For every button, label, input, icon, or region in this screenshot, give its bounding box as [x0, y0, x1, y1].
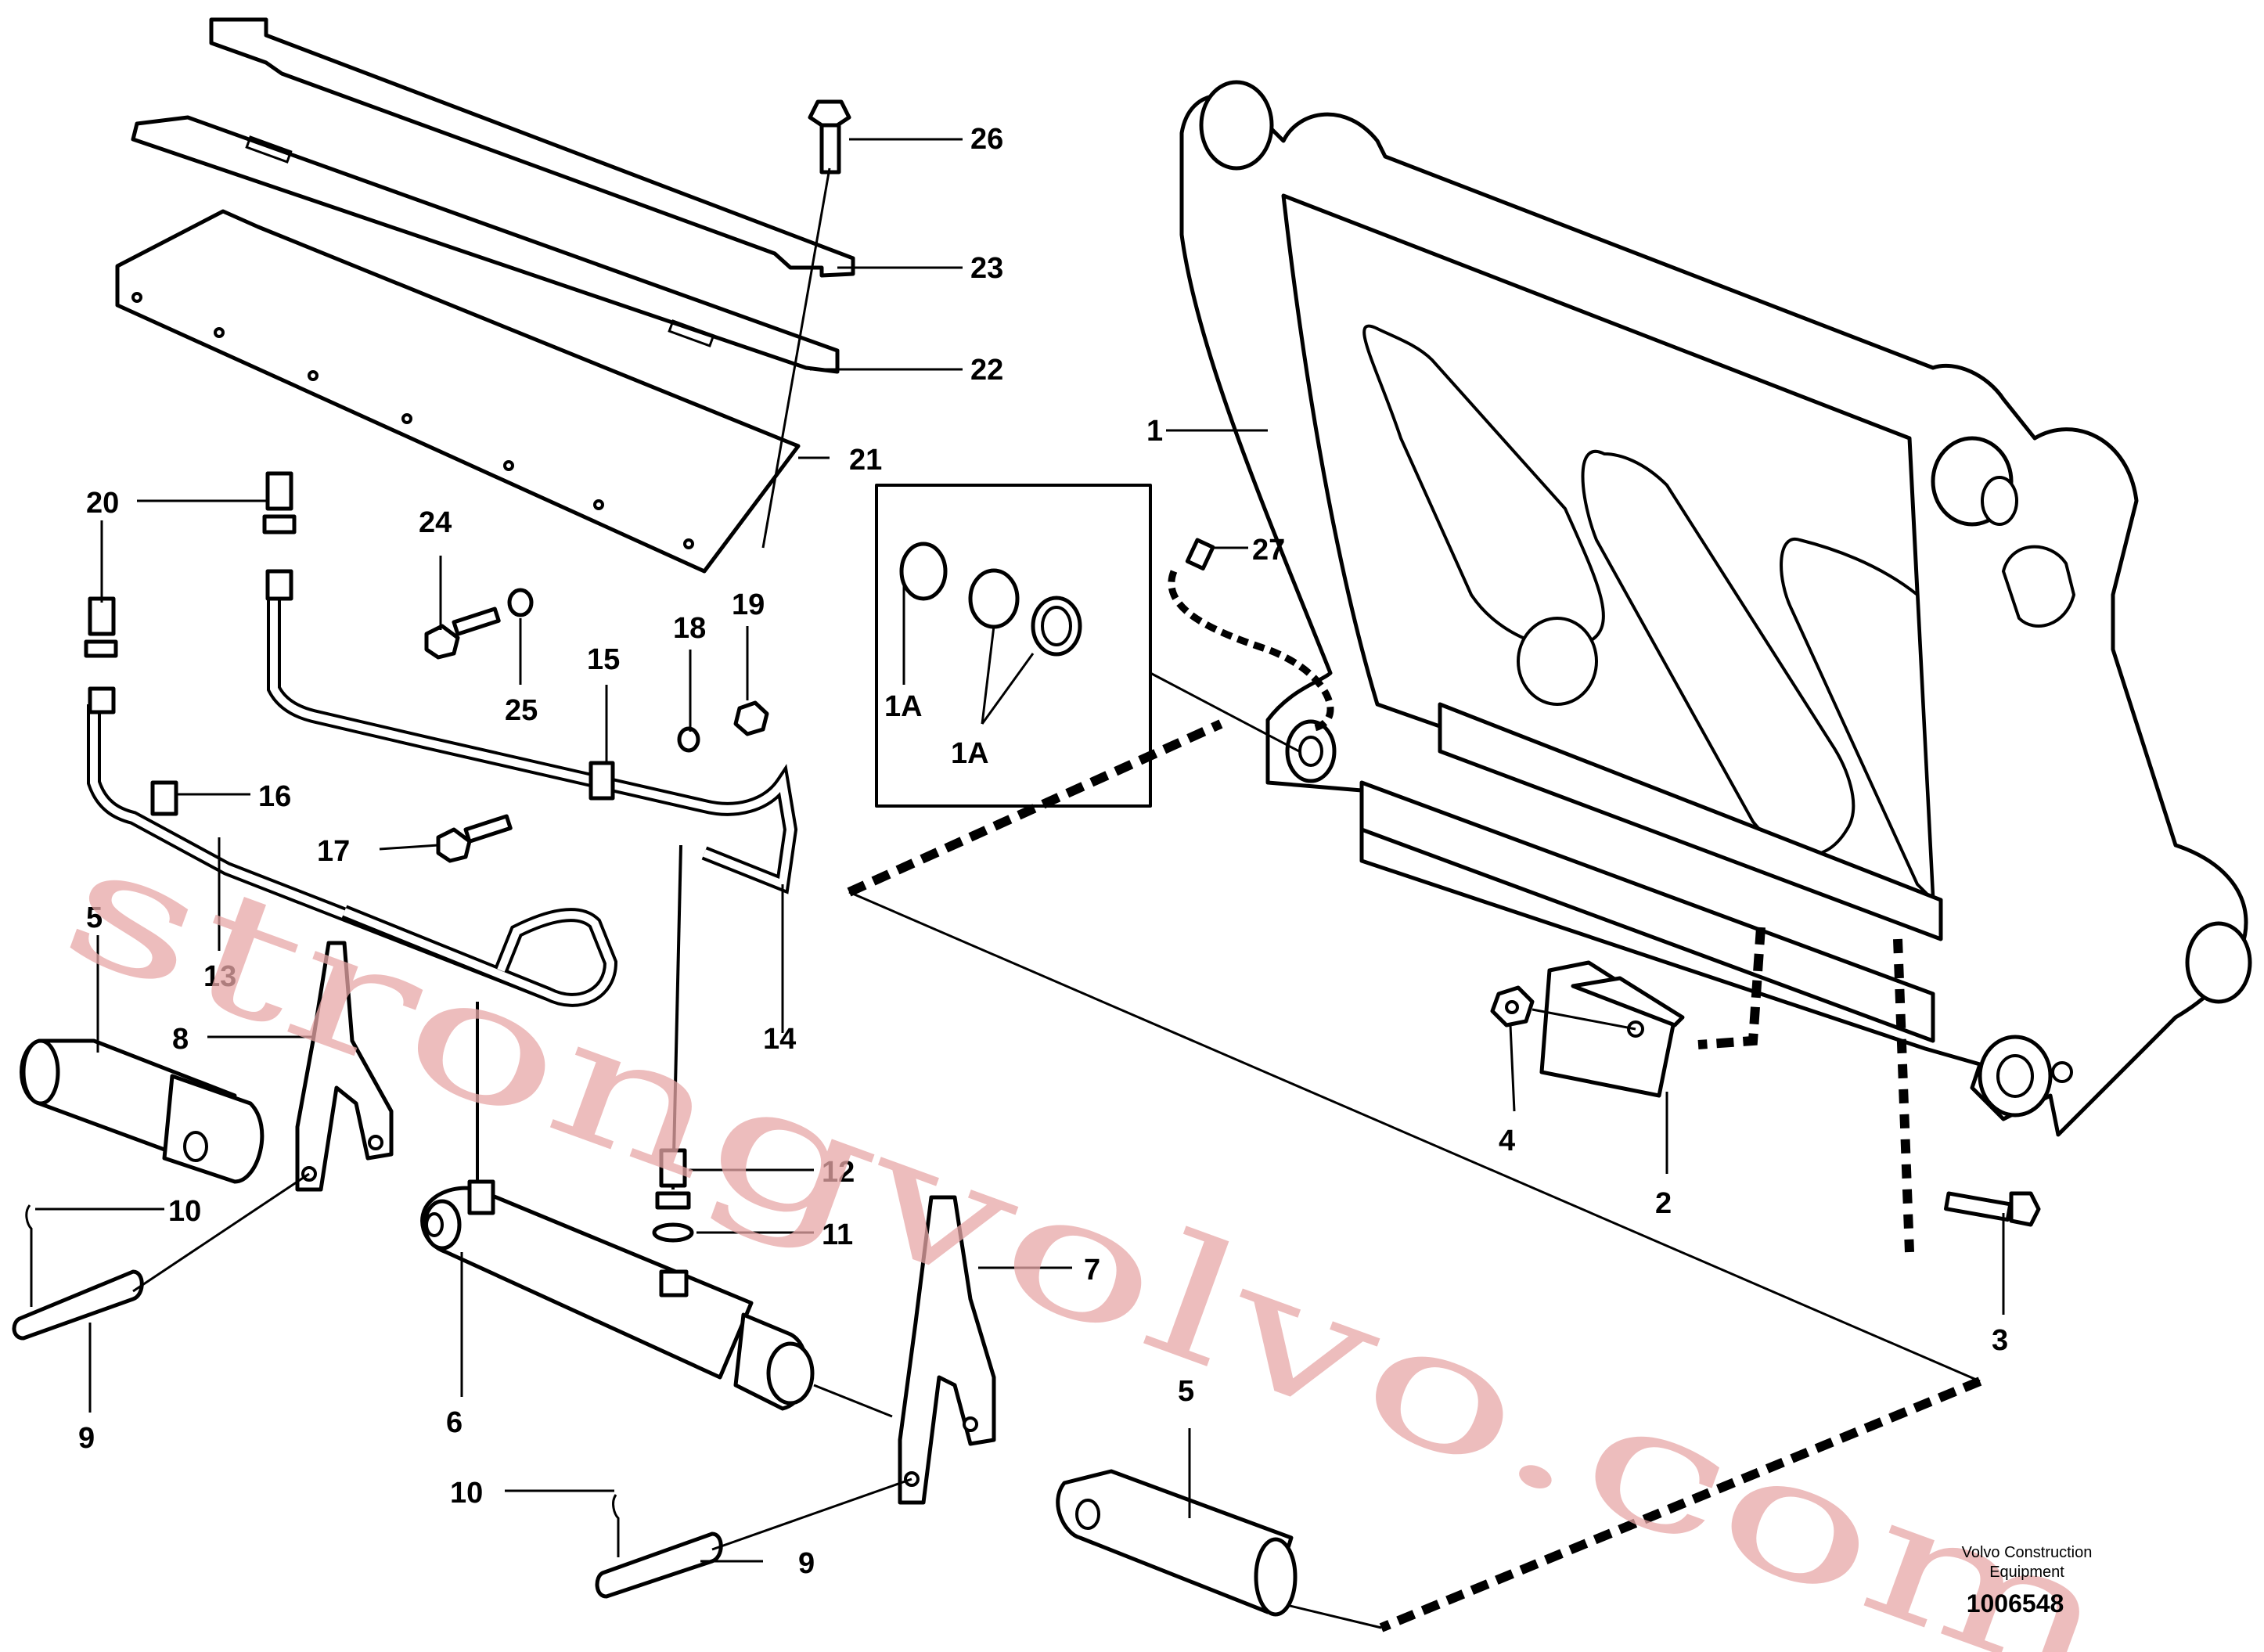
callout-1a-pair: 1A — [951, 737, 989, 770]
callout-27: 27 — [1252, 534, 1285, 567]
washer-25 — [507, 588, 534, 617]
plate-21 — [115, 209, 801, 574]
callout-23: 23 — [970, 252, 1003, 285]
callout-6: 6 — [446, 1406, 463, 1439]
callout-25: 25 — [505, 694, 538, 727]
callout-10-left: 10 — [168, 1195, 201, 1228]
callout-13: 13 — [203, 960, 236, 993]
lever-8 — [295, 941, 394, 1192]
callout-12: 12 — [822, 1156, 855, 1189]
washer-11 — [652, 1222, 694, 1243]
callout-14: 14 — [763, 1023, 796, 1056]
pin-5-bottom — [1056, 1469, 1298, 1617]
drawing-number: 1006548 — [1967, 1589, 2064, 1618]
main-frame-1 — [1179, 80, 2252, 1137]
bracket-2 — [1539, 960, 1685, 1098]
lever-7 — [898, 1195, 996, 1505]
bolt-24 — [424, 606, 501, 660]
callout-4: 4 — [1499, 1125, 1515, 1157]
callout-9-bottom: 9 — [798, 1547, 815, 1580]
fitting-12 — [655, 1148, 691, 1210]
callout-21: 21 — [849, 444, 882, 477]
fitting-20 — [84, 471, 297, 714]
plate-22 — [131, 115, 840, 374]
clamp-16 — [150, 780, 178, 816]
callout-15: 15 — [587, 643, 620, 676]
callout-8: 8 — [172, 1023, 189, 1056]
callout-2: 2 — [1655, 1187, 1672, 1220]
cotter-10-bottom — [612, 1494, 620, 1557]
grease-nipple-27 — [1168, 538, 1334, 732]
callout-10-bottom: 10 — [450, 1477, 483, 1510]
bolt-17 — [436, 814, 513, 863]
callout-24: 24 — [419, 506, 452, 539]
footer-brand-line1: Volvo Construction — [1962, 1544, 2093, 1561]
callouts: 26 23 22 21 1 27 1A 1A 20 24 25 15 18 19… — [78, 123, 2008, 1580]
callout-19: 19 — [732, 588, 765, 621]
callout-3: 3 — [1992, 1324, 2008, 1357]
callout-17: 17 — [317, 835, 350, 868]
callout-26: 26 — [970, 123, 1003, 156]
callout-1a-single: 1A — [884, 690, 923, 723]
washer-18 — [677, 726, 700, 753]
leader-lines — [35, 138, 2005, 1563]
dashed-outline — [847, 719, 1982, 1632]
detail-box — [875, 484, 1300, 808]
callout-16: 16 — [258, 780, 291, 813]
plate-23 — [209, 17, 855, 278]
callout-20: 20 — [86, 487, 119, 520]
cotter-10-left — [25, 1204, 33, 1307]
callout-5-left: 5 — [86, 902, 103, 934]
pipe-14 — [267, 595, 798, 1205]
nut-4 — [1490, 985, 1636, 1031]
bolt-26 — [761, 99, 851, 549]
bolt-3 — [1944, 1191, 2041, 1227]
footer-brand-line2: Equipment — [1989, 1564, 2064, 1581]
callout-11: 11 — [822, 1218, 853, 1251]
callout-9-left: 9 — [78, 1422, 95, 1455]
callout-22: 22 — [970, 354, 1003, 387]
pin-9-left — [12, 1172, 310, 1341]
pin-9-bottom — [595, 1477, 912, 1599]
callout-1: 1 — [1146, 415, 1163, 448]
pipe-13 — [87, 704, 618, 1007]
clamp-15 — [588, 761, 615, 801]
pin-5-left — [20, 1038, 265, 1184]
callout-7: 7 — [1084, 1254, 1100, 1287]
footer: Volvo Construction Equipment 1006548 — [1962, 1544, 2093, 1618]
callout-18: 18 — [673, 612, 706, 645]
cylinder-6 — [420, 1179, 893, 1418]
callout-5-bottom: 5 — [1178, 1375, 1194, 1408]
nut-19 — [733, 700, 769, 736]
